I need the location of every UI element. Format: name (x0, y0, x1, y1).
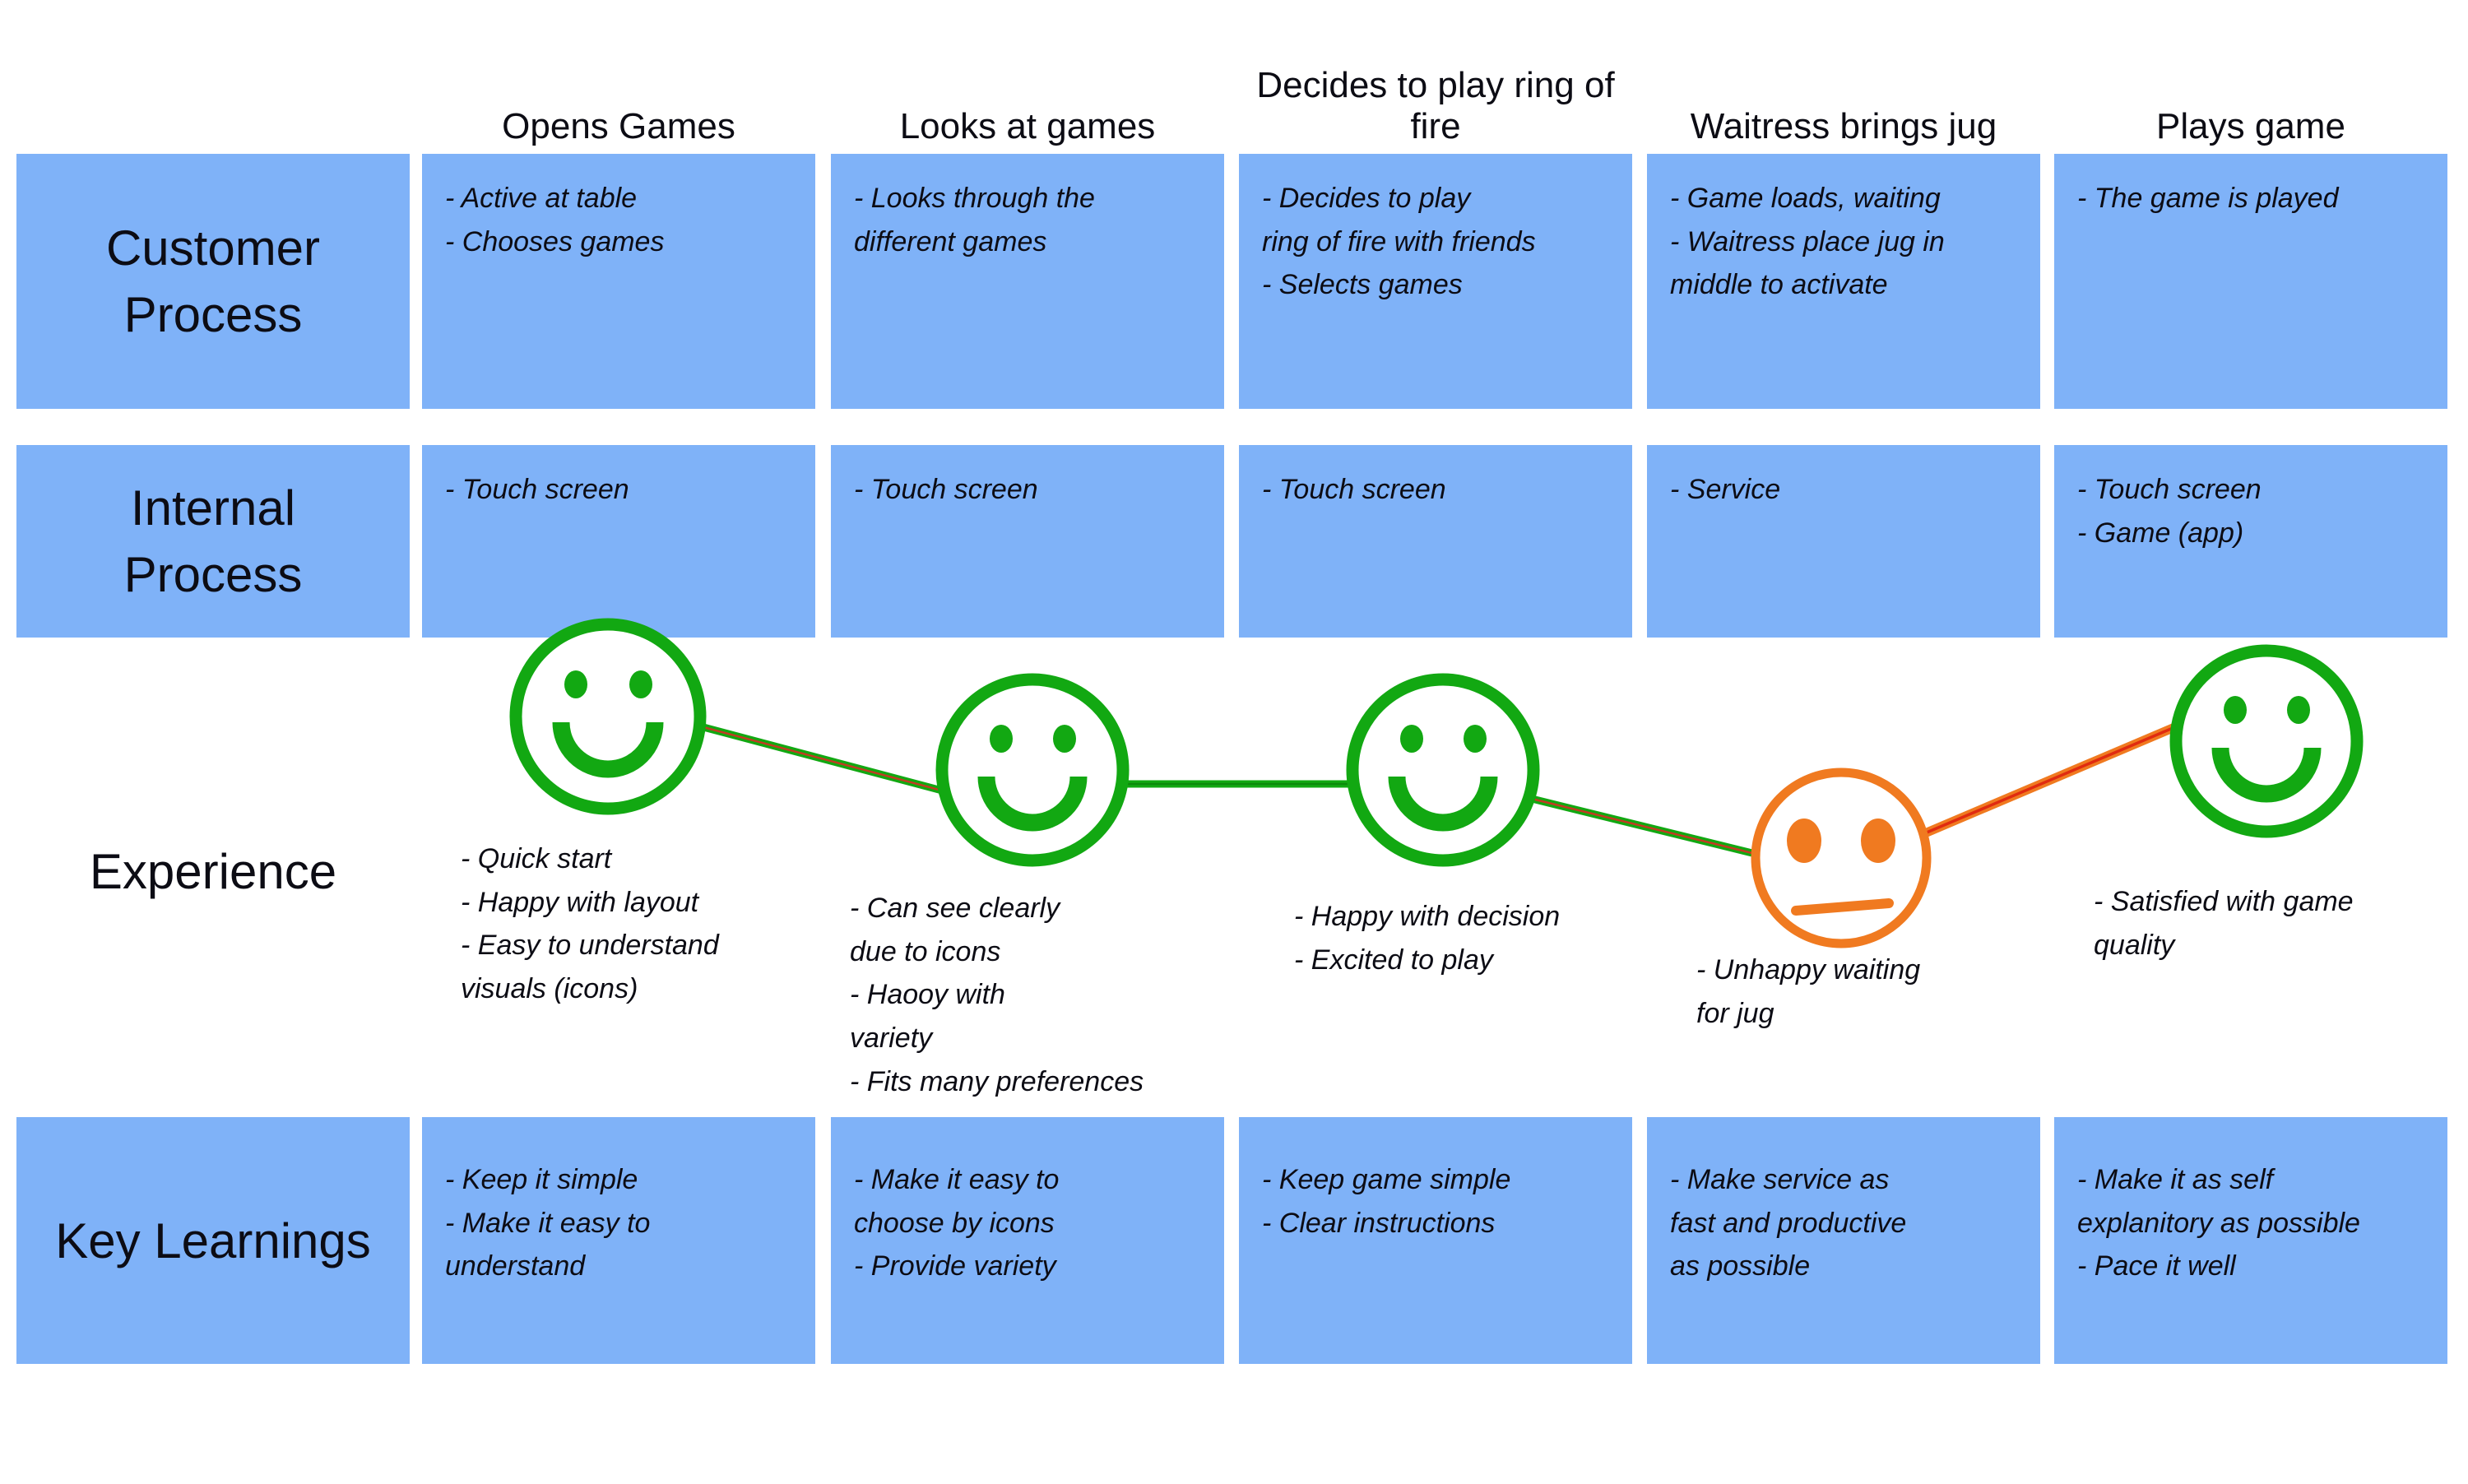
internal-process-cell: - Touch screen (1239, 445, 1632, 638)
key-learnings-cell: - Make it as self explanitory as possibl… (2054, 1117, 2447, 1364)
internal-process-cell: - Touch screen (422, 445, 815, 638)
connector-line-4-core (1920, 706, 2222, 837)
key-learnings-cell: - Keep game simple - Clear instructions (1239, 1117, 1632, 1364)
happy-face-icon (509, 618, 707, 815)
row-label-customer-process: Customer Process (16, 154, 410, 409)
mood-connector-lines (689, 703, 2224, 860)
customer-process-cell: - Active at table - Chooses games (422, 154, 815, 409)
customer-process-cell: - Looks through the different games (831, 154, 1224, 409)
happy-face-icon (1346, 673, 1540, 867)
internal-process-cell: - Touch screen - Game (app) (2054, 445, 2447, 638)
unhappy-face-icon (1751, 768, 1932, 948)
row-label-key-learnings: Key Learnings (16, 1117, 410, 1364)
key-learnings-cell: - Keep it simple - Make it easy to under… (422, 1117, 815, 1364)
connector-line-3-core (1528, 796, 1763, 857)
happy-face-icon (935, 673, 1130, 867)
key-learnings-cell: - Make it easy to choose by icons - Prov… (831, 1117, 1224, 1364)
internal-process-cell: - Touch screen (831, 445, 1224, 638)
happy-face-icon (2169, 644, 2364, 838)
experience-note: - Can see clearly due to icons - Haooy w… (850, 893, 1144, 1097)
connector-line-1-core (690, 722, 955, 795)
experience-note: - Quick start - Happy with layout - Easy… (461, 843, 719, 1005)
stage-header-looks-at-games: Looks at games (899, 106, 1156, 147)
connector-line-1 (689, 720, 956, 798)
stage-header-ring-of-fire: Decides to play ring of fire (1256, 64, 1615, 147)
experience-note: - Happy with decision - Excited to play (1294, 901, 1561, 976)
connector-line-4 (1918, 703, 2224, 840)
row-label-experience: Experience (89, 844, 337, 899)
key-learnings-cell: - Make service as fast and productive as… (1647, 1117, 2040, 1364)
stage-header-opens-games: Opens Games (502, 106, 735, 147)
connector-line-3 (1527, 794, 1764, 860)
customer-process-cell: - Game loads, waiting - Waitress place j… (1647, 154, 2040, 409)
stage-header-waitress-brings-jug: Waitress brings jug (1690, 106, 1997, 147)
experience-note: - Unhappy waiting for jug (1696, 954, 1921, 1029)
row-label-internal-process: Internal Process (16, 445, 410, 638)
customer-process-cell: - The game is played (2054, 154, 2447, 409)
customer-process-cell: - Decides to play ring of fire with frie… (1239, 154, 1632, 409)
stage-header-plays-game: Plays game (2156, 106, 2345, 147)
experience-note: - Satisfied with game quality (2094, 886, 2354, 961)
internal-process-cell: - Service (1647, 445, 2040, 638)
